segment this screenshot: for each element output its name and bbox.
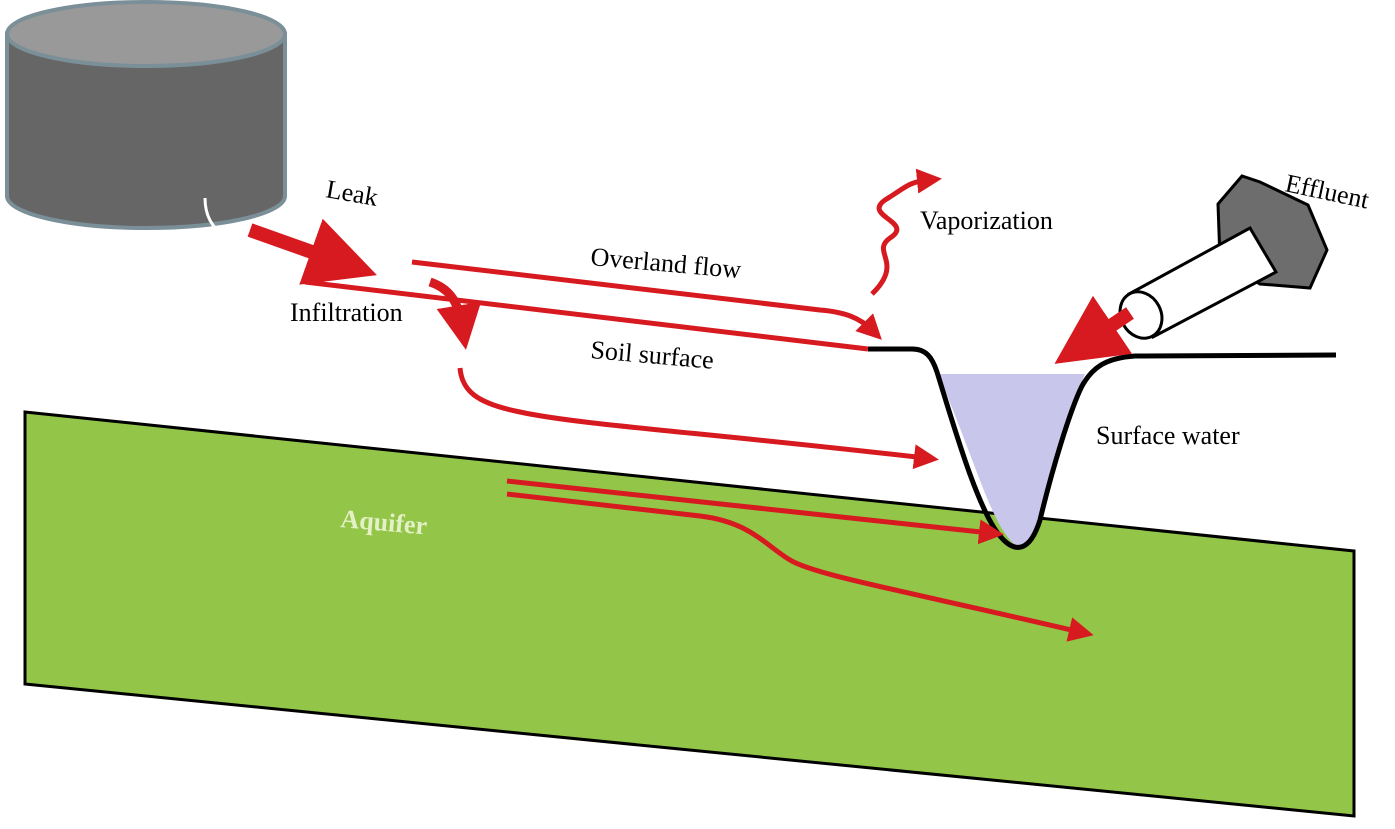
storage-tank bbox=[5, 0, 287, 238]
label-leak: Leak bbox=[324, 174, 380, 212]
label-overland-flow: Overland flow bbox=[589, 242, 742, 284]
soil-surface-flow-line bbox=[304, 279, 869, 352]
label-vaporization: Vaporization bbox=[920, 206, 1053, 235]
effluent-outfall bbox=[1118, 174, 1329, 340]
effluent-discharge-arrow bbox=[1054, 295, 1134, 364]
aquifer-flow-downstream-arrow bbox=[506, 491, 1094, 642]
leak-arrow bbox=[247, 218, 377, 285]
leak-crack bbox=[203, 197, 226, 238]
aquifer-flow-to-stream-arrow bbox=[506, 478, 1004, 545]
overland-flow-arrow bbox=[411, 259, 882, 340]
label-infiltration: Infiltration bbox=[290, 298, 403, 327]
surface-water bbox=[938, 374, 1085, 548]
flow-arrows bbox=[247, 168, 1134, 642]
aquifer-layer bbox=[23, 410, 1356, 818]
vaporization-arrow bbox=[870, 168, 942, 296]
infiltration-arrow bbox=[428, 277, 482, 350]
label-soil-surface: Soil surface bbox=[589, 335, 715, 375]
soil-surface-line bbox=[868, 346, 1337, 550]
label-surface-water: Surface water bbox=[1096, 421, 1240, 450]
subsurface-flow-arrow bbox=[457, 367, 939, 470]
